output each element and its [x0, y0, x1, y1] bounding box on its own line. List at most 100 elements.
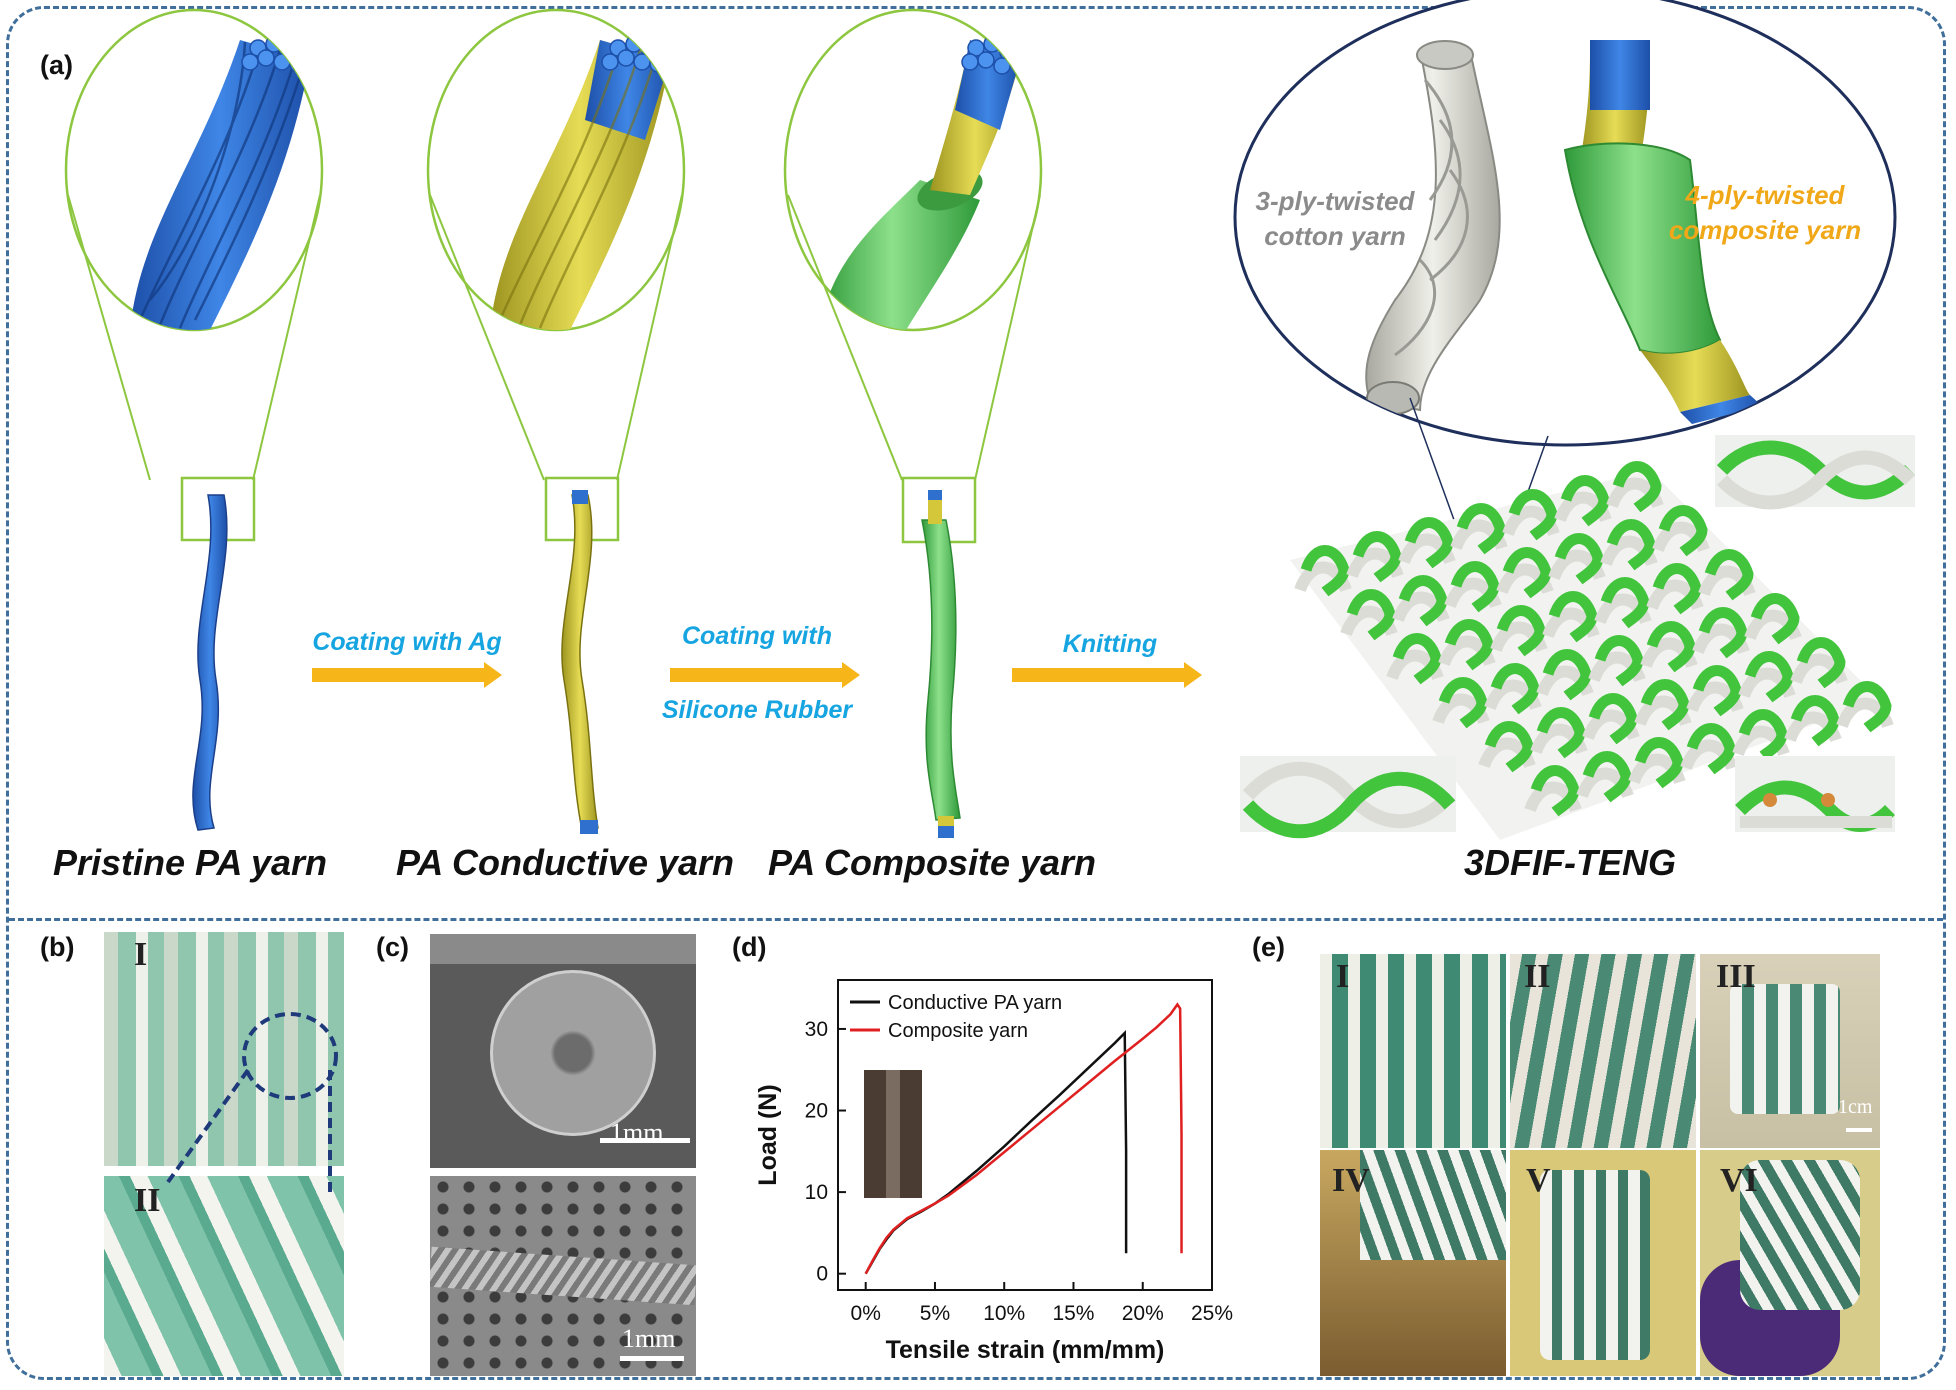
fabric-composite-loop: [1646, 621, 1696, 673]
cotton-label-line1: 3-ply-twisted: [1255, 186, 1415, 216]
fabric-composite-loop: [1484, 721, 1534, 773]
panel-divider: [9, 918, 1943, 921]
process-arrows: [312, 662, 1202, 688]
panel-e-scale-bar: [1846, 1128, 1872, 1132]
panel-label-c: (c): [376, 932, 409, 962]
x-tick-label: 0%: [851, 1302, 881, 1325]
fabric-composite-loop: [1796, 637, 1846, 689]
sem-surface: [430, 1176, 696, 1376]
fabric-composite-loop: [1606, 519, 1656, 571]
fabric-insets: [1240, 435, 1915, 839]
photo-e-VI: [1700, 1150, 1880, 1376]
fabric-composite-loop: [1404, 517, 1454, 569]
x-tick-label: 5%: [920, 1302, 950, 1325]
fabric-composite-loop: [1612, 461, 1662, 513]
fabric-composite-loop: [1536, 707, 1586, 759]
panel-b-label-II: II: [134, 1182, 161, 1219]
fabric-composite-loop: [1750, 593, 1800, 645]
stage-title-pristine: Pristine PA yarn: [52, 842, 328, 883]
photo-e-I: [1320, 954, 1506, 1148]
cotton-yarn-label: 3-ply-twisted cotton yarn: [1235, 184, 1435, 254]
fabric-composite-loop: [1704, 549, 1754, 601]
fabric-composite-loop: [1444, 619, 1494, 671]
panel-label-b: (b): [40, 932, 75, 962]
composite-label-line1: 4-ply-twisted: [1685, 180, 1845, 210]
figure-frame: [6, 6, 1946, 1380]
panel-label-e: (e): [1252, 932, 1285, 962]
arrow-label-coat-line1: Coating with: [682, 622, 832, 650]
photo-e-IV: [1320, 1150, 1506, 1376]
fabric-composite-loop: [1450, 561, 1500, 613]
arrow-label-coat-line2: Silicone Rubber: [661, 696, 853, 724]
photo-e-III: [1700, 954, 1880, 1148]
x-tick-label: 15%: [1052, 1302, 1094, 1325]
fabric-composite-loop: [1398, 575, 1448, 627]
photo-e-V: [1510, 1150, 1696, 1376]
fabric-composite-loop: [1502, 547, 1552, 599]
panel-label-d: (d): [732, 932, 767, 962]
sem-cross-section: [430, 934, 696, 1168]
y-tick-label: 30: [805, 1018, 828, 1041]
pristine-yarn: [192, 494, 228, 831]
fabric-composite-loop: [1652, 563, 1702, 615]
fabric-composite-loop: [1692, 665, 1742, 717]
x-tick-label: 25%: [1191, 1302, 1233, 1325]
fabric-composite-loop: [1744, 651, 1794, 703]
fabric-composite-loop: [1600, 577, 1650, 629]
legend-entry: Conductive PA yarn: [888, 992, 1062, 1014]
pristine-zoom-bubble: [64, 8, 324, 542]
plot-area: [837, 979, 1213, 1291]
panel-e-label-IV: IV: [1332, 1162, 1370, 1199]
fabric-composite-loop: [1842, 681, 1892, 733]
stage-title-composite: PA Composite yarn: [767, 842, 1097, 883]
fabric-composite-loop: [1560, 475, 1610, 527]
fabric-composite-loop: [1392, 633, 1442, 685]
x-tick-label: 20%: [1122, 1302, 1164, 1325]
y-tick-label: 0: [816, 1263, 828, 1286]
fabric-composite-loop: [1686, 723, 1736, 775]
panel-e-scale-label: 1cm: [1838, 1096, 1873, 1118]
x-tick-label: 10%: [983, 1302, 1025, 1325]
fabric-composite-loop: [1456, 503, 1506, 555]
fabric-loops: [1294, 461, 1894, 817]
arrow-label-ag: Coating with Ag: [312, 628, 502, 656]
fabric-composite-loop: [1352, 531, 1402, 583]
fabric-composite-loop: [1738, 709, 1788, 761]
composite-zoom-bubble: [783, 8, 1043, 544]
fabric-composite-loop: [1496, 605, 1546, 657]
fabric-composite-loop: [1530, 765, 1580, 817]
fabric-composite-loop: [1658, 505, 1708, 557]
panel-e-label-III: III: [1716, 958, 1756, 995]
panel-b-label-I: I: [134, 936, 148, 973]
y-tick-label: 20: [805, 1100, 828, 1123]
panel-e-label-II: II: [1524, 958, 1551, 995]
fabric-composite-loop: [1554, 533, 1604, 585]
fabric-composite-loop: [1490, 663, 1540, 715]
y-tick-label: 10: [805, 1181, 828, 1204]
fabric-composite-loop: [1588, 693, 1638, 745]
fabric-composite-loop: [1508, 489, 1558, 541]
cotton-label-line2: cotton yarn: [1264, 221, 1406, 251]
fabric-composite-loop: [1582, 751, 1632, 803]
fabric-composite-loop: [1698, 607, 1748, 659]
fabric-zoom-ellipse: [1233, 0, 1897, 568]
fabric-composite-loop: [1594, 635, 1644, 687]
fabric-photo-bottom: [104, 1176, 344, 1376]
photo-e-II: [1510, 954, 1696, 1148]
panel-label-a: (a): [40, 50, 73, 80]
fabric-composite-loop: [1300, 545, 1350, 597]
stage-title-conductive: PA Conductive yarn: [395, 842, 735, 883]
y-axis-label: Load (N): [754, 1084, 782, 1185]
series-line-composite: [864, 1002, 1183, 1275]
fabric-composite-loop: [1790, 695, 1840, 747]
fabric-composite-loop: [1548, 591, 1598, 643]
panel-e-label-I: I: [1336, 958, 1350, 995]
fabric-composite-loop: [1634, 737, 1684, 789]
sem-scale-top: 1mm: [610, 1118, 664, 1147]
panel-e-label-VI: VI: [1720, 1162, 1758, 1199]
sem-scale-bottom: 1mm: [622, 1324, 676, 1353]
fabric-composite-loop: [1438, 677, 1488, 729]
